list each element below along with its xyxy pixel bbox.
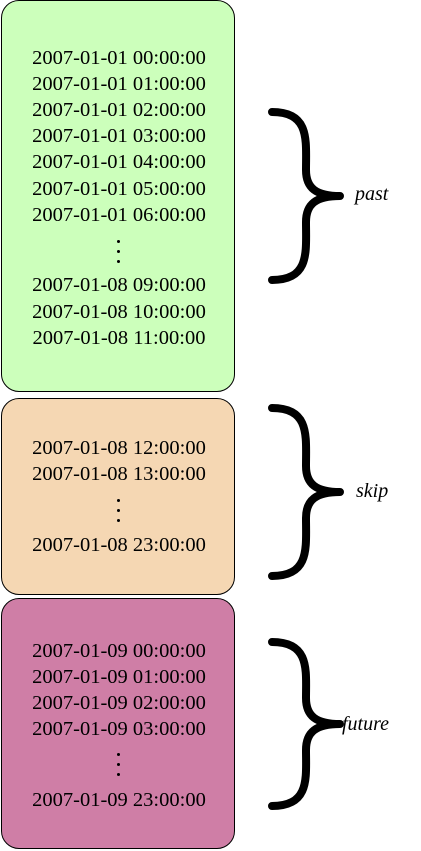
- timestamp: 2007-01-01 01:00:00: [32, 73, 206, 95]
- timestamp: 2007-01-08 12:00:00: [32, 437, 206, 459]
- label-future: future: [342, 713, 390, 735]
- vertical-ellipsis: [115, 752, 123, 780]
- future-block: 2007-01-09 00:00:00 2007-01-09 01:00:00 …: [1, 598, 235, 849]
- vertical-ellipsis: [115, 498, 123, 526]
- timestamp: 2007-01-09 23:00:00: [32, 789, 206, 811]
- timestamp: 2007-01-01 00:00:00: [32, 47, 206, 69]
- timestamp: 2007-01-09 00:00:00: [32, 640, 206, 662]
- past-block: 2007-01-01 00:00:00 2007-01-01 01:00:00 …: [1, 0, 235, 392]
- timestamp: 2007-01-01 03:00:00: [32, 125, 206, 147]
- timestamp: 2007-01-08 09:00:00: [32, 274, 206, 296]
- timestamp: 2007-01-09 01:00:00: [32, 666, 206, 688]
- timestamp: 2007-01-09 03:00:00: [32, 718, 206, 740]
- timestamp: 2007-01-01 05:00:00: [32, 178, 206, 200]
- skip-block: 2007-01-08 12:00:00 2007-01-08 13:00:00 …: [1, 398, 235, 595]
- label-past: past: [355, 183, 389, 205]
- timestamp: 2007-01-08 10:00:00: [32, 301, 206, 323]
- timestamp: 2007-01-01 02:00:00: [32, 99, 206, 121]
- timestamp: 2007-01-01 06:00:00: [32, 204, 206, 226]
- timestamp: 2007-01-08 23:00:00: [32, 534, 206, 556]
- brace-skip-icon: [268, 404, 344, 580]
- vertical-ellipsis: [115, 239, 123, 267]
- timestamp: 2007-01-01 04:00:00: [32, 151, 206, 173]
- timestamp: 2007-01-08 13:00:00: [32, 463, 206, 485]
- timestamp: 2007-01-08 11:00:00: [32, 327, 206, 349]
- brace-future-icon: [268, 638, 344, 810]
- brace-past-icon: [268, 108, 344, 284]
- timestamp: 2007-01-09 02:00:00: [32, 692, 206, 714]
- label-skip: skip: [356, 480, 389, 502]
